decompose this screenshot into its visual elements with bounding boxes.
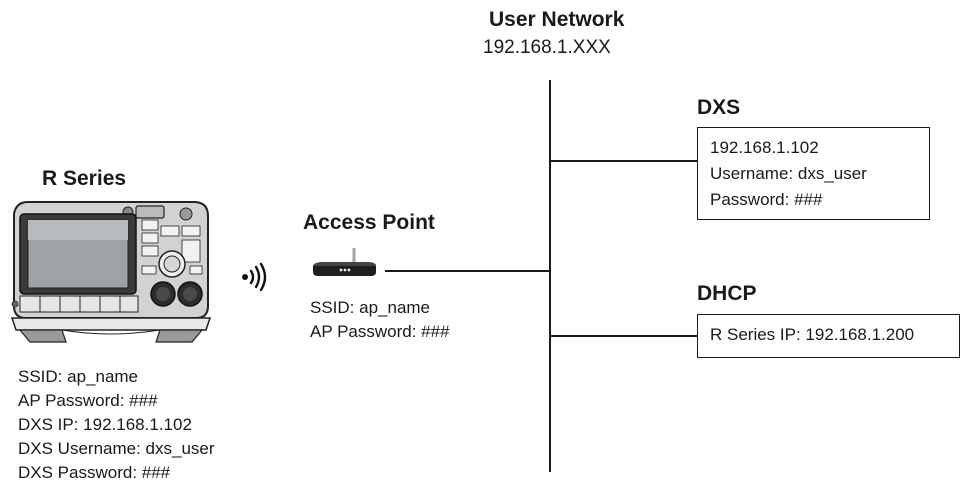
access-point-details: SSID: ap_name AP Password: ### xyxy=(310,296,450,344)
access-point-ssid: SSID: ap_name xyxy=(310,298,431,317)
r-series-ap-password: AP Password: ### xyxy=(18,391,158,410)
r-series-title: R Series xyxy=(42,167,127,190)
user-network-title: User Network xyxy=(489,8,625,31)
wifi-signal-icon xyxy=(241,262,269,292)
access-point-password: AP Password: ### xyxy=(310,322,450,341)
user-network-subnet: 192.168.1.XXX xyxy=(483,37,611,58)
dxs-password: Password: ### xyxy=(710,190,823,209)
r-series-dxs-password: DXS Password: ### xyxy=(18,463,171,482)
r-series-dxs-ip: DXS IP: 192.168.1.102 xyxy=(18,415,192,434)
network-backbone-line xyxy=(549,80,551,472)
dhcp-branch-line xyxy=(550,335,697,337)
dxs-title: DXS xyxy=(697,96,741,119)
wireless-router-icon xyxy=(310,248,378,280)
defibrillator-monitor-icon xyxy=(6,200,216,345)
r-series-dxs-username: DXS Username: dxs_user xyxy=(18,439,215,458)
dxs-branch-line xyxy=(550,160,697,162)
dxs-info-box: 192.168.1.102 Username: dxs_user Passwor… xyxy=(697,127,930,220)
dhcp-r-series-ip: R Series IP: 192.168.1.200 xyxy=(710,325,915,344)
access-point-branch-line xyxy=(385,270,550,272)
dxs-ip: 192.168.1.102 xyxy=(710,138,819,157)
dxs-username: Username: dxs_user xyxy=(710,164,867,183)
r-series-ssid: SSID: ap_name xyxy=(18,367,139,386)
dhcp-info-box: R Series IP: 192.168.1.200 xyxy=(697,314,960,358)
access-point-title: Access Point xyxy=(303,211,435,234)
r-series-details: SSID: ap_name AP Password: ### DXS IP: 1… xyxy=(18,365,215,485)
dhcp-title: DHCP xyxy=(697,282,757,305)
